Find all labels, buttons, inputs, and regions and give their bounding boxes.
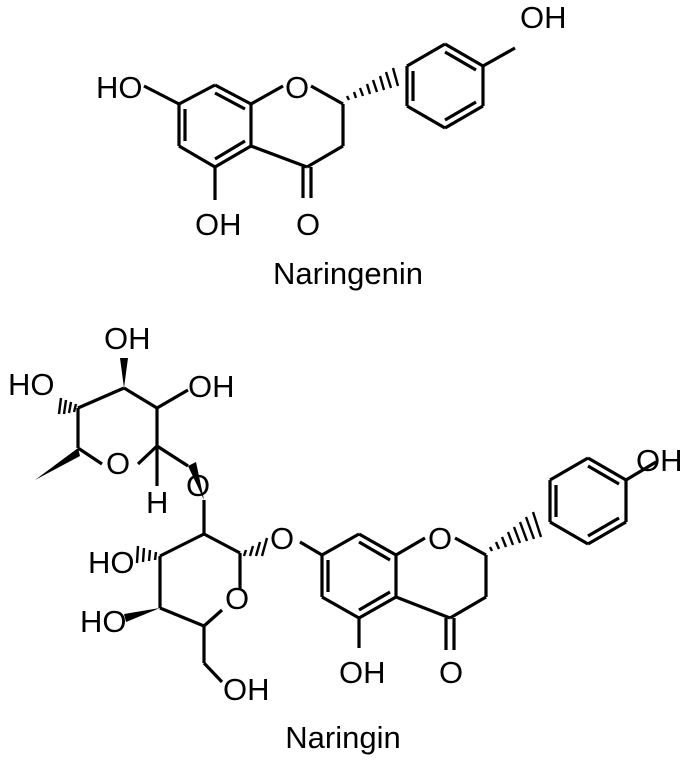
naringenin-ho-7-label: HO [96, 70, 143, 105]
naringenin-carbonyl-oxygen-label: O [296, 207, 320, 242]
naringin-ring-oxygen-label: O [428, 521, 452, 556]
naringin-glc-ho-3-label: HO [88, 545, 135, 580]
hash-naringin-c2 [488, 511, 543, 552]
naringin-rha-ho-left-label: HO [8, 367, 55, 402]
naringin-oh-5-label: OH [339, 655, 386, 690]
naringin-rha-ring-oxygen-label: O [106, 446, 130, 481]
naringin-carbonyl-oxygen-label: O [439, 655, 463, 690]
naringin-glc-ring-oxygen-label: O [225, 581, 249, 616]
naringin-glc-oh-6-label: OH [223, 672, 270, 707]
wedge-rha-methyl [35, 448, 80, 480]
naringenin-caption: Naringenin [273, 256, 423, 291]
wedge-rha-glc-link [188, 462, 204, 500]
naringin-rha-glc-oxygen-label: O [186, 468, 210, 503]
hash-glc-anomeric [242, 537, 269, 557]
wedge-glc-ho-4 [124, 608, 160, 622]
naringin-oh-aryl-label: OH [636, 443, 683, 478]
naringin-glc-ho-4-label: HO [80, 604, 127, 639]
naringin-bonds [76, 386, 657, 684]
naringin-structure: OH HO OH O H O HO O O HO OH O OH OH O Na… [8, 321, 683, 755]
naringin-stereo-bonds [35, 358, 543, 622]
naringenin-bonds [143, 42, 516, 200]
naringin-caption: Naringin [285, 720, 400, 755]
naringenin-oh-aryl-label: OH [520, 0, 567, 35]
hash-glc-ho-3 [135, 545, 158, 564]
naringenin-oh-5-label: OH [195, 207, 242, 242]
naringin-anomeric-h-label: H [146, 485, 168, 520]
naringin-rha-oh-right-label: OH [188, 369, 235, 404]
hash-rha-ho-left [57, 397, 78, 415]
naringenin-ring-oxygen-label: O [285, 70, 309, 105]
naringin-rha-oh-top-label: OH [104, 321, 151, 356]
naringin-glc-aglycone-oxygen-label: O [270, 521, 294, 556]
wedge-rha-oh-top [120, 358, 128, 388]
naringenin-structure: OH HO O OH O Naringenin [96, 0, 567, 291]
naringenin-hashed-bond [345, 67, 400, 101]
